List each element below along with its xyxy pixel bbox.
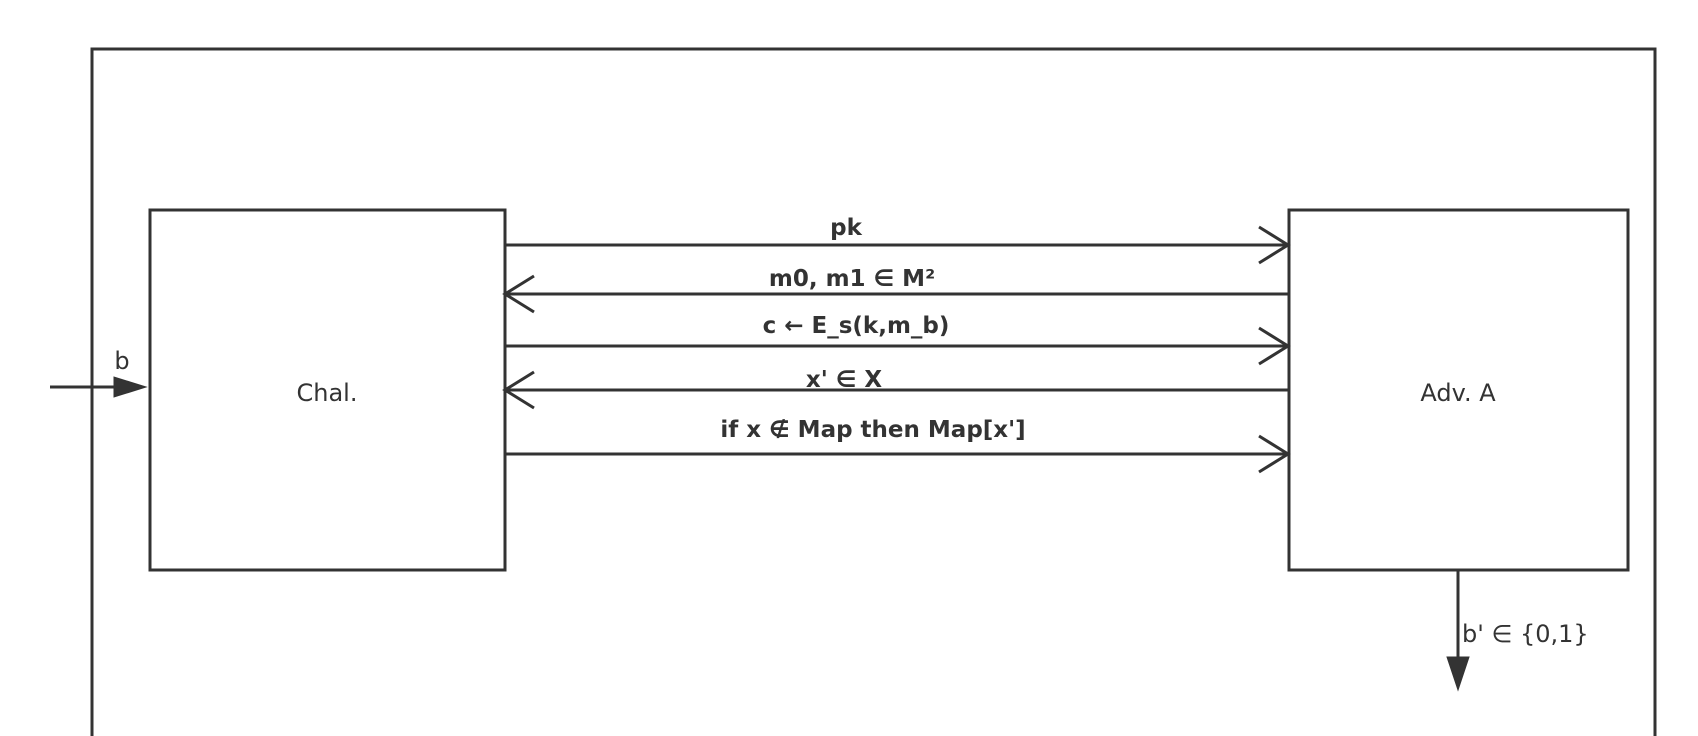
- input-label: b: [114, 347, 129, 375]
- adversary-label: Adv. A: [1420, 379, 1496, 407]
- open-arrow-head: [1258, 225, 1291, 265]
- adversary-box: [1287, 208, 1630, 572]
- message-label: pk: [830, 215, 862, 241]
- output-label: b' ∈ {0,1}: [1462, 620, 1589, 648]
- open-arrow-head: [1258, 326, 1291, 366]
- message-label: x' ∈ X: [806, 367, 883, 393]
- message-arrow-pk: pk: [505, 215, 1291, 265]
- message-arrow-m0-m1: m0, m1 ∈ M²: [502, 266, 1288, 314]
- input-arrow-head: [113, 376, 148, 398]
- message-arrow-map-lookup: if x ∉ Map then Map[x']: [505, 417, 1291, 474]
- open-arrow-head: [502, 274, 535, 314]
- open-arrow-head: [1258, 434, 1291, 474]
- message-label: c ← E_s(k,m_b): [763, 313, 950, 339]
- message-label: if x ∉ Map then Map[x']: [720, 417, 1025, 443]
- challenger-label: Chal.: [297, 379, 358, 407]
- open-arrow-head: [502, 370, 535, 410]
- message-label: m0, m1 ∈ M²: [769, 266, 935, 292]
- message-arrow-ciphertext: c ← E_s(k,m_b): [505, 313, 1291, 366]
- output-arrow-head: [1446, 656, 1470, 692]
- message-arrow-x-prime: x' ∈ X: [502, 367, 1288, 410]
- game-frame: [90, 47, 1657, 736]
